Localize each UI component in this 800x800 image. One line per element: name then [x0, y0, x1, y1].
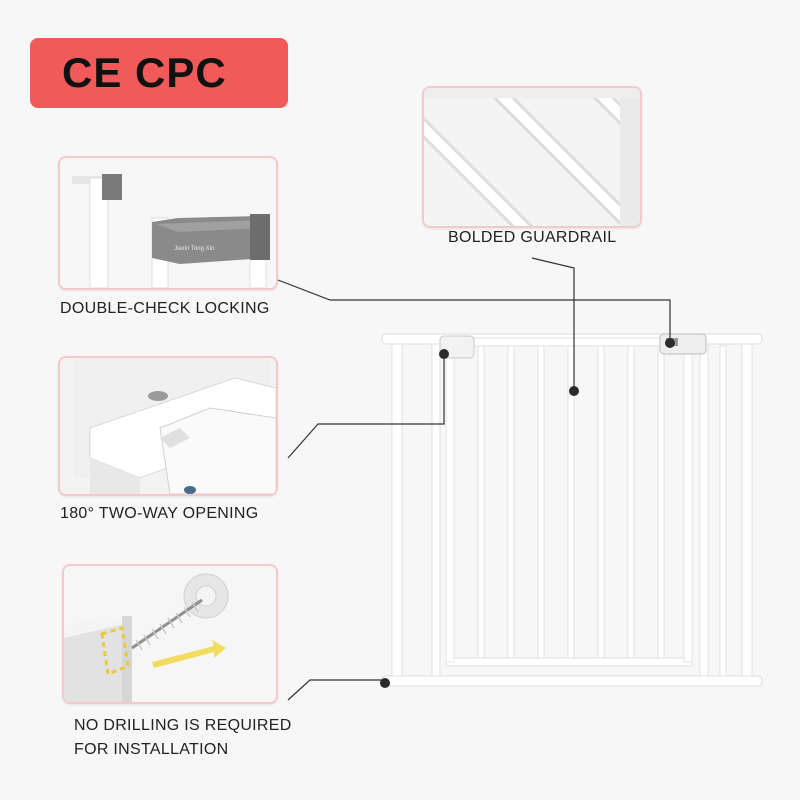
- panel-guardrail: [422, 86, 642, 228]
- gate-frame: [381, 333, 763, 687]
- certification-text: CE CPC: [62, 49, 227, 96]
- callout-dots: [380, 338, 675, 688]
- caption-locking: DOUBLE-CHECK LOCKING: [60, 300, 270, 317]
- caption-drilling-line1: NO DRILLING IS REQUIRED: [74, 717, 292, 734]
- lock-brand-label: Jiaxin Tong Xin: [174, 246, 214, 252]
- hinge-closeup-image: [60, 358, 276, 494]
- certification-badge: CE CPC: [30, 38, 288, 108]
- caption-guardrail: BOLDED GUARDRAIL: [448, 229, 617, 246]
- gate-lock: [659, 333, 707, 355]
- caption-drilling: NO DRILLING IS REQUIRED FOR INSTALLATION: [74, 714, 334, 762]
- lock-closeup-image: Jiaxin Tong Xin: [60, 158, 276, 288]
- gate-bars: [477, 345, 727, 677]
- gate-hinge: [439, 335, 475, 359]
- pressure-screw-closeup-image: [64, 566, 276, 702]
- caption-opening: 180° TWO-WAY OPENING: [60, 505, 259, 522]
- panel-drilling: [62, 564, 278, 704]
- callout-lines: [277, 257, 671, 701]
- panel-locking: Jiaxin Tong Xin: [58, 156, 278, 290]
- guardrail-closeup-image: [424, 88, 640, 226]
- caption-drilling-line2: FOR INSTALLATION: [74, 741, 229, 758]
- panel-opening: [58, 356, 278, 496]
